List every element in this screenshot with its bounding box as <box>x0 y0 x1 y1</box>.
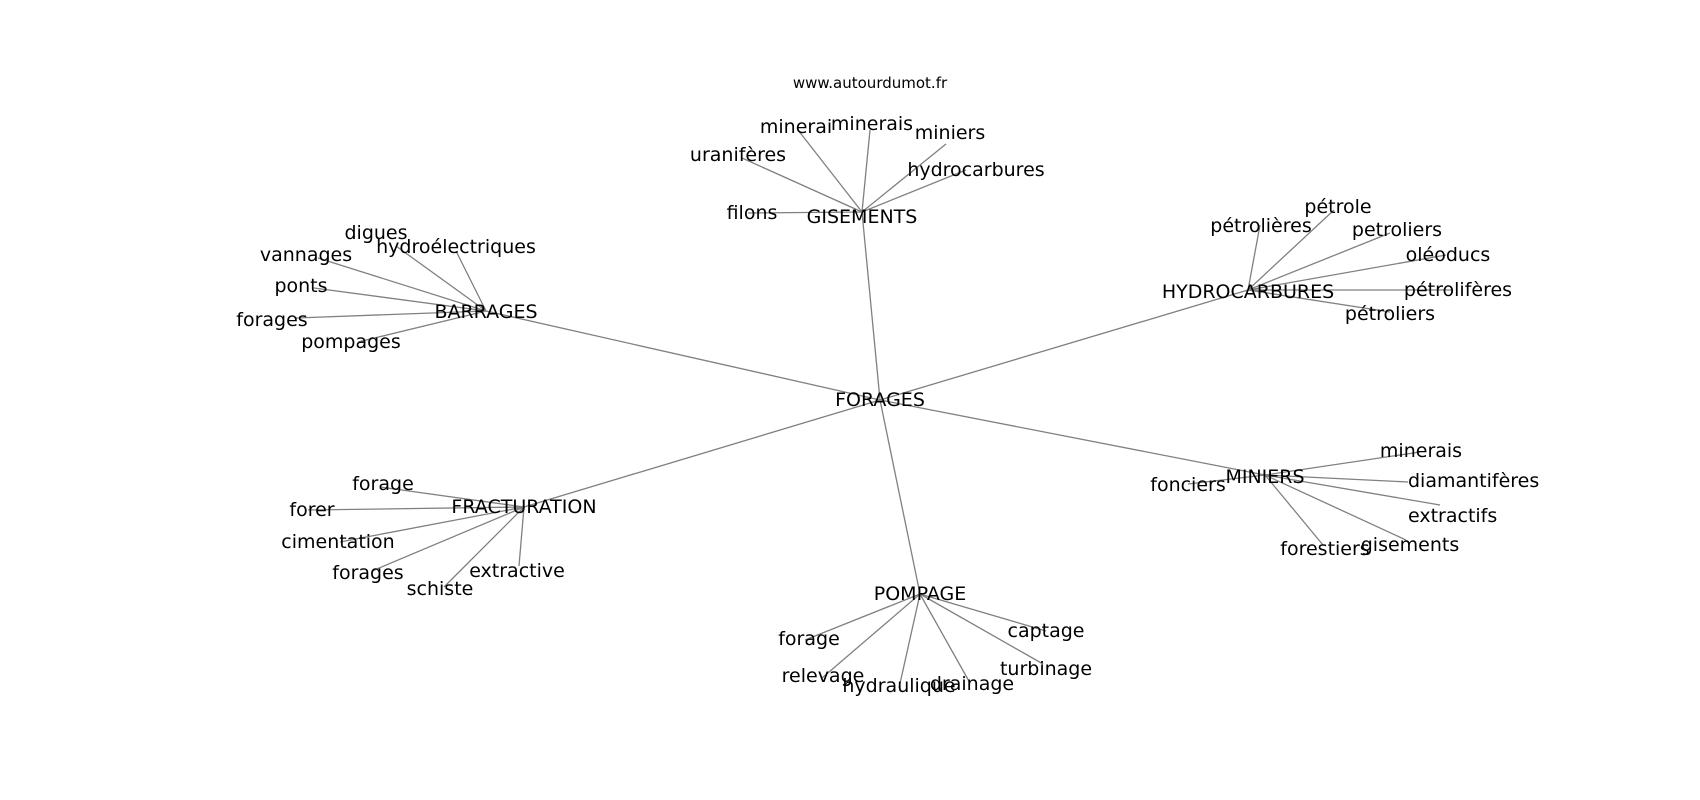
edge-pompage-leaf <box>804 593 921 641</box>
edge-gisements-leaf <box>797 129 863 213</box>
leaf-label: minerais <box>1380 440 1462 462</box>
leaf-label: forages <box>236 309 307 331</box>
leaf-label: vannages <box>260 244 352 266</box>
center-node-label: FORAGES <box>835 389 925 411</box>
leaf-label: petroliers <box>1352 219 1442 241</box>
edge-fracturation-leaf <box>379 486 525 508</box>
leaf-label: drainage <box>930 673 1014 695</box>
leaf-label: forage <box>352 473 414 495</box>
leaf-label: diamantifères <box>1408 470 1539 492</box>
leaf-label: gisements <box>1361 534 1460 556</box>
leaf-label: pétroliers <box>1345 303 1435 325</box>
graph-labels: www.autourdumot.fr FORAGES GISEMENTS filo… <box>236 74 1539 697</box>
hub-label-miniers: MINIERS <box>1225 466 1304 488</box>
edge-miniers-leaf <box>1187 474 1266 485</box>
leaf-label: hydraulique <box>842 675 955 697</box>
hub-label-gisements: GISEMENTS <box>807 206 918 228</box>
leaf-label: fonciers <box>1150 474 1225 496</box>
edge-miniers-leaf <box>1264 474 1407 541</box>
edge-hydrocarbures-leaf <box>1247 254 1447 291</box>
edge-miniers-leaf <box>1264 451 1421 476</box>
edge-hydrocarbures-leaf <box>1247 232 1391 291</box>
edge-barrages-leaf <box>395 245 487 312</box>
edge-hydrocarbures-leaf <box>1247 224 1261 291</box>
source-label: www.autourdumot.fr <box>793 74 948 92</box>
leaf-label: pétrolières <box>1210 215 1311 237</box>
edge-pompage-leaf <box>919 593 1044 665</box>
leaf-label: hydroélectriques <box>376 236 536 258</box>
edge-gisements-leaf <box>861 129 871 213</box>
edge-fracturation-leaf <box>307 506 525 511</box>
edge-center-miniers <box>879 399 1266 476</box>
edge-center-pompage <box>879 399 921 595</box>
hub-label-hydrocarbures: HYDROCARBURES <box>1162 281 1334 303</box>
leaf-label: extractifs <box>1408 505 1497 527</box>
edge-hydrocarbures-leaf <box>1247 209 1335 291</box>
leaf-label: oléoducs <box>1406 244 1491 266</box>
leaf-label: miniers <box>915 122 986 144</box>
leaf-label: pétrolifères <box>1404 279 1512 301</box>
edge-miniers-leaf <box>1264 474 1441 506</box>
hub-label-pompage: POMPAGE <box>874 583 966 605</box>
leaf-label: cimentation <box>281 531 394 553</box>
leaf-label: digues <box>344 222 407 244</box>
leaf-label: turbinage <box>1000 658 1092 680</box>
leaf-label: schiste <box>407 578 474 600</box>
leaf-label: forages <box>332 562 403 584</box>
leaf-label: forestiers <box>1280 538 1369 560</box>
edge-center-barrages <box>485 310 881 401</box>
hub-label-fracturation: FRACTURATION <box>451 496 596 518</box>
edge-barrages-leaf <box>455 250 487 312</box>
leaf-label: pompages <box>301 331 401 353</box>
leaf-label: minerais <box>831 113 913 135</box>
edge-pompage-leaf <box>919 593 1047 632</box>
edge-gisements-leaf <box>747 211 863 214</box>
edge-fracturation-leaf <box>339 506 525 543</box>
edge-pompage-leaf <box>821 593 921 679</box>
leaf-label: pétrole <box>1304 196 1371 218</box>
edge-gisements-leaf <box>741 157 863 213</box>
edge-pompage-leaf <box>919 593 971 684</box>
edge-miniers-leaf <box>1264 474 1409 483</box>
graph-edges <box>295 129 1452 689</box>
leaf-label: forer <box>289 499 334 521</box>
edge-fracturation-leaf <box>443 506 525 588</box>
leaf-label: relevage <box>782 665 865 687</box>
edge-center-gisements <box>861 211 881 401</box>
leaf-label: minerai <box>760 116 832 138</box>
edge-miniers-leaf <box>1264 474 1324 546</box>
edge-hydrocarbures-leaf <box>1247 289 1391 313</box>
leaf-label: extractive <box>469 560 565 582</box>
edge-barrages-leaf <box>317 257 487 312</box>
edge-center-hydrocarbures <box>879 289 1249 401</box>
leaf-label: uranifères <box>690 144 786 166</box>
edge-gisements-leaf <box>861 169 967 213</box>
leaf-label: forage <box>778 628 840 650</box>
hub-label-barrages: BARRAGES <box>434 301 537 323</box>
edge-barrages-leaf <box>295 310 487 319</box>
leaf-label: ponts <box>274 275 327 297</box>
leaf-label: filons <box>727 202 778 224</box>
edge-pompage-leaf <box>898 593 921 689</box>
edge-barrages-leaf <box>313 287 487 312</box>
edge-center-fracturation <box>523 399 881 508</box>
edge-barrages-leaf <box>357 310 487 343</box>
leaf-label: captage <box>1008 620 1085 642</box>
leaf-label: hydrocarbures <box>907 159 1044 181</box>
edge-gisements-leaf <box>861 143 947 213</box>
edge-fracturation-leaf <box>518 506 525 567</box>
edge-fracturation-leaf <box>371 506 525 572</box>
